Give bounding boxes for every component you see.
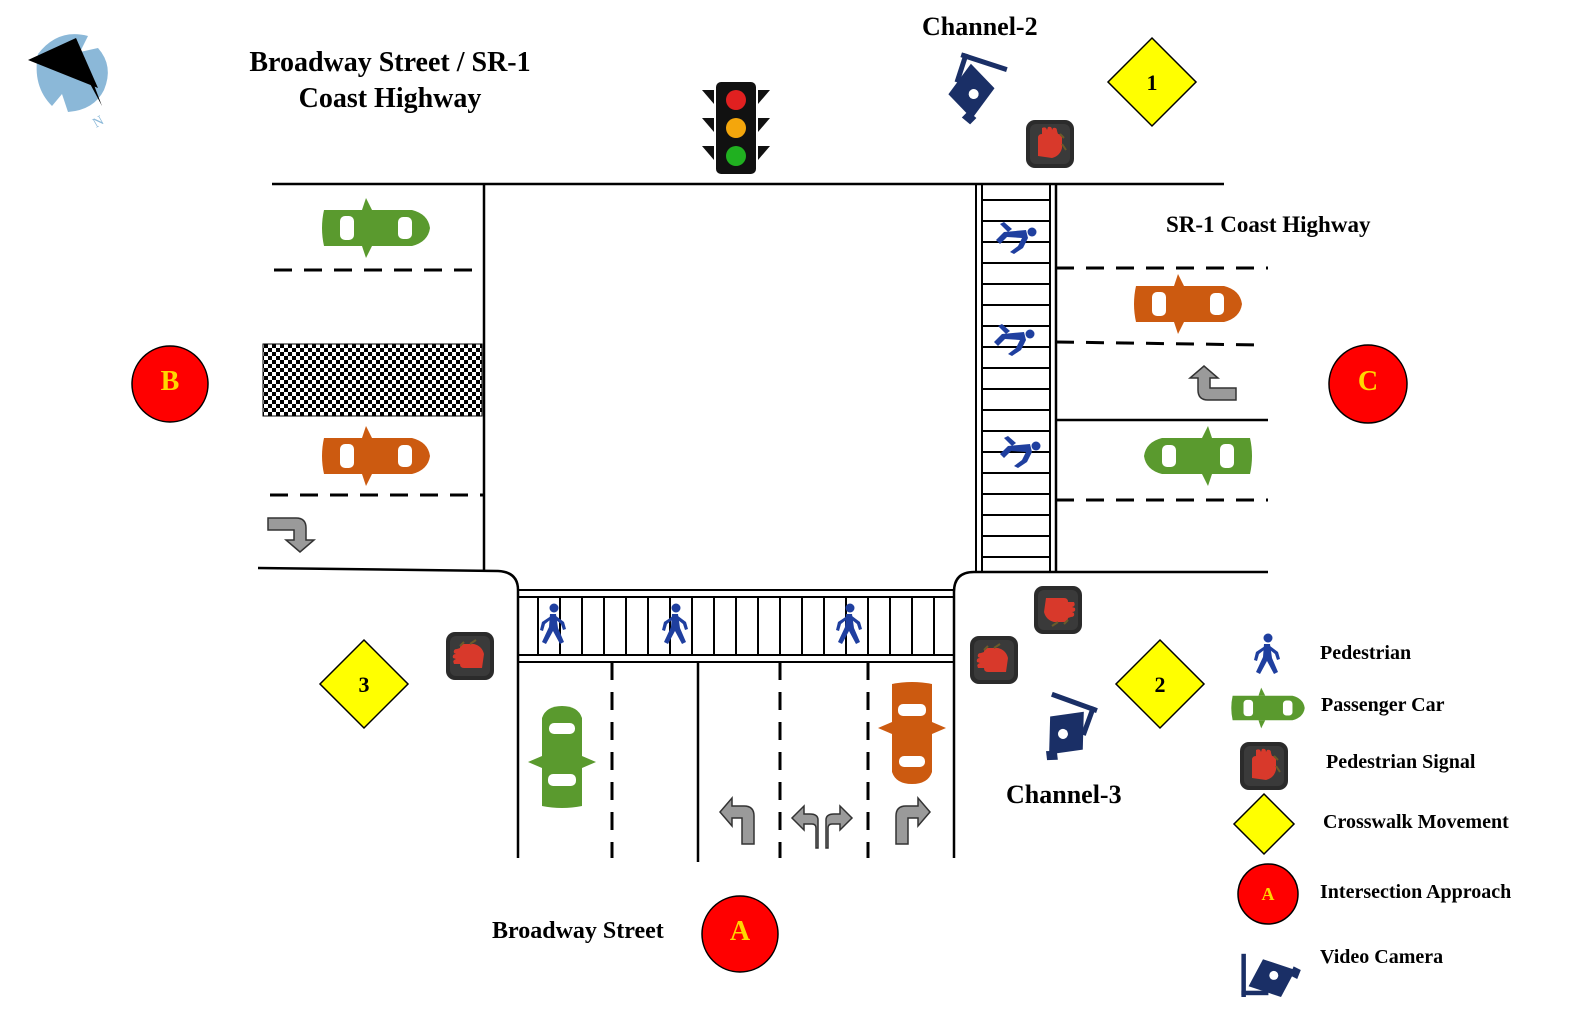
car-icon-east-lower [1144, 426, 1252, 486]
crosswalk-movement-2 [1114, 638, 1206, 730]
pedestrian-signal-icon-sw [445, 631, 495, 681]
compass-icon: N [28, 34, 108, 131]
turn-arrow-icon-south-right [895, 797, 931, 845]
legend-passenger-car-label: Passenger Car [1321, 694, 1445, 716]
legend-crosswalk-movement-label: Crosswalk Movement [1323, 811, 1509, 833]
walking-person-icon-5 [994, 324, 1035, 356]
car-icon-west-upper [322, 198, 430, 258]
turn-arrow-icon-west [267, 517, 315, 553]
car-icon-south-left [528, 706, 596, 808]
walking-person-icon-4 [996, 222, 1037, 254]
legend-video-camera-icon [1241, 953, 1301, 997]
camera-label-southeast: Channel-3 [1006, 780, 1122, 809]
title-line-2: Coast Highway [298, 83, 482, 114]
approach-b-label: B [160, 366, 180, 397]
legend-pedestrian-signal-label: Pedestrian Signal [1326, 751, 1476, 773]
crosswalk-east [975, 184, 1051, 572]
curb-southeast [952, 570, 1268, 858]
turn-arrow-icon-south-split [791, 805, 853, 849]
walking-person-icon-1 [540, 603, 566, 644]
legend-pedestrian-icon [1254, 633, 1280, 674]
crosswalk-south [518, 589, 954, 663]
turn-arrow-icon-east [1189, 365, 1237, 401]
lane-dash-east-2 [1055, 340, 1263, 347]
legend-video-camera-label: Video Camera [1320, 946, 1444, 968]
camera-label-north: Channel-2 [922, 12, 1038, 41]
street-label-east: SR-1 Coast Highway [1166, 212, 1371, 237]
legend-intersection-approach-label: Intersection Approach [1320, 881, 1512, 903]
car-icon-south-right [878, 682, 946, 784]
pedestrian-signal-icon-se-1 [1033, 585, 1083, 635]
pedestrian-signal-icon-se-2 [969, 635, 1019, 685]
walking-person-icon-2 [662, 603, 688, 644]
legend-pedestrian-signal-icon [1239, 741, 1289, 791]
median-hatch [262, 343, 483, 417]
legend-pedestrian-label: Pedestrian [1320, 642, 1412, 664]
turn-arrow-icon-south-left [719, 797, 755, 845]
legend-car-icon [1231, 687, 1305, 729]
pedestrian-signal-icon-north [1025, 119, 1075, 169]
crosswalk-movement-1-label: 1 [1146, 70, 1158, 95]
traffic-light-icon [702, 82, 770, 174]
crosswalk-movement-1 [1106, 36, 1198, 128]
svg-text:N: N [91, 113, 107, 131]
crosswalk-movement-3 [318, 638, 410, 730]
diagram-title: Broadway Street / SR-1 Coast Highway [200, 45, 580, 117]
video-camera-icon-north [941, 52, 1008, 130]
approach-c-marker [1328, 344, 1408, 424]
curb-southwest [257, 566, 520, 858]
approach-a-marker [701, 895, 779, 973]
crosswalk-movement-3-label: 3 [358, 672, 370, 697]
approach-c-label: C [1357, 366, 1379, 397]
walking-person-icon-3 [836, 603, 862, 644]
approach-a-label: A [729, 916, 751, 947]
street-label-south: Broadway Street [492, 918, 664, 944]
crosswalk-movement-2-label: 2 [1154, 672, 1166, 697]
legend-crosswalk-movement-icon [1232, 792, 1296, 856]
car-icon-west-lower [322, 426, 430, 486]
car-icon-east-upper [1134, 274, 1242, 334]
video-camera-icon-southeast [1030, 691, 1098, 771]
legend-intersection-approach-icon [1237, 863, 1299, 925]
title-line-1: Broadway Street / SR-1 [249, 47, 531, 78]
legend-intersection-approach-sample: A [1261, 884, 1275, 904]
approach-b-marker [131, 345, 209, 423]
